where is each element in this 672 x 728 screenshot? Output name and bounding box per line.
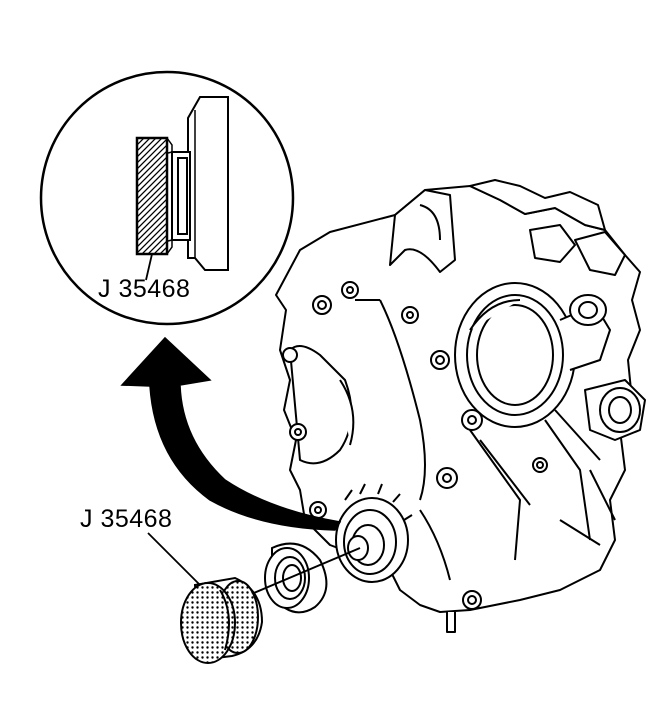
front-crankshaft-seal	[264, 542, 328, 614]
magnified-inset	[39, 70, 295, 326]
callout-arrow	[120, 336, 342, 531]
tool-label: J 35468	[80, 505, 173, 533]
tool-guide-line	[241, 547, 361, 599]
seal-installer-tool	[180, 576, 264, 664]
engine-front-cover	[275, 179, 646, 633]
tool-leader-line	[147, 532, 201, 586]
inset-tool-label: J 35468	[98, 275, 191, 303]
